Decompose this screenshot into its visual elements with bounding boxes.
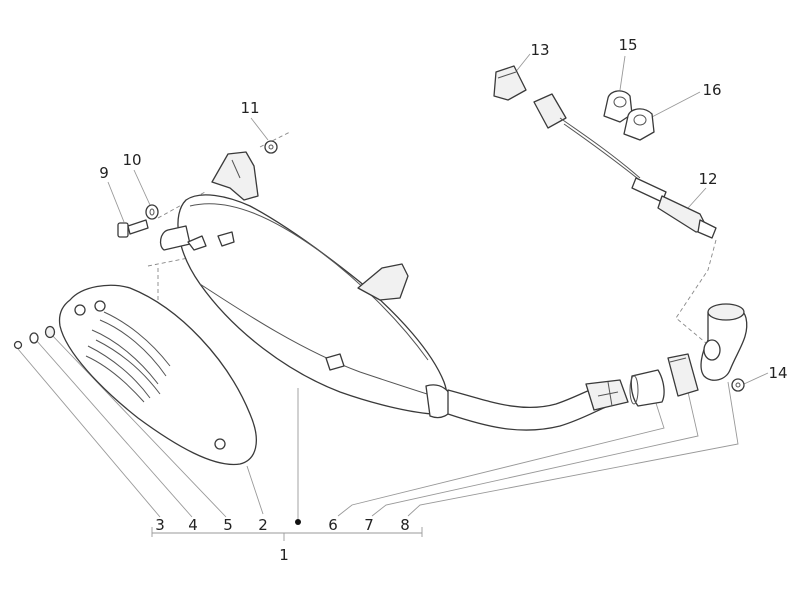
callout-12: 12: [698, 170, 717, 188]
clip-16: [623, 108, 655, 141]
connector-cap-13: [493, 65, 527, 101]
callout-labels: 1 2 3 4 5 6 7 8 9 10 11 12 13 14 15 16: [99, 36, 787, 564]
callout-9: 9: [99, 164, 109, 182]
clamp-7: [667, 353, 699, 397]
nut-14: [731, 378, 745, 392]
callout-7: 7: [364, 516, 374, 534]
muffler-body: [159, 151, 629, 431]
callout-15: 15: [618, 36, 637, 54]
callout-3: 3: [155, 516, 165, 534]
leader-lines: [17, 53, 769, 541]
reference-dot: [295, 519, 301, 525]
pipe-sleeve-6: [629, 369, 665, 407]
callout-5: 5: [223, 516, 233, 534]
elbow-pipe-8: [700, 303, 748, 381]
sensor-cable-12: [533, 93, 717, 239]
bolt-9: [117, 219, 149, 238]
heat-shield-grille: [85, 311, 171, 403]
callout-13: 13: [530, 41, 549, 59]
callout-1: 1: [279, 546, 289, 564]
callout-2: 2: [258, 516, 268, 534]
fasteners-3-4-5: [13, 325, 56, 350]
heat-shield: [58, 284, 257, 466]
callout-6: 6: [328, 516, 338, 534]
washer-11: [264, 140, 278, 154]
callout-10: 10: [122, 151, 141, 169]
callout-8: 8: [400, 516, 410, 534]
callout-4: 4: [188, 516, 198, 534]
callout-14: 14: [768, 364, 787, 382]
callout-11: 11: [240, 99, 259, 117]
clip-15: [603, 90, 633, 123]
callout-16: 16: [702, 81, 721, 99]
washer-10: [145, 204, 159, 220]
